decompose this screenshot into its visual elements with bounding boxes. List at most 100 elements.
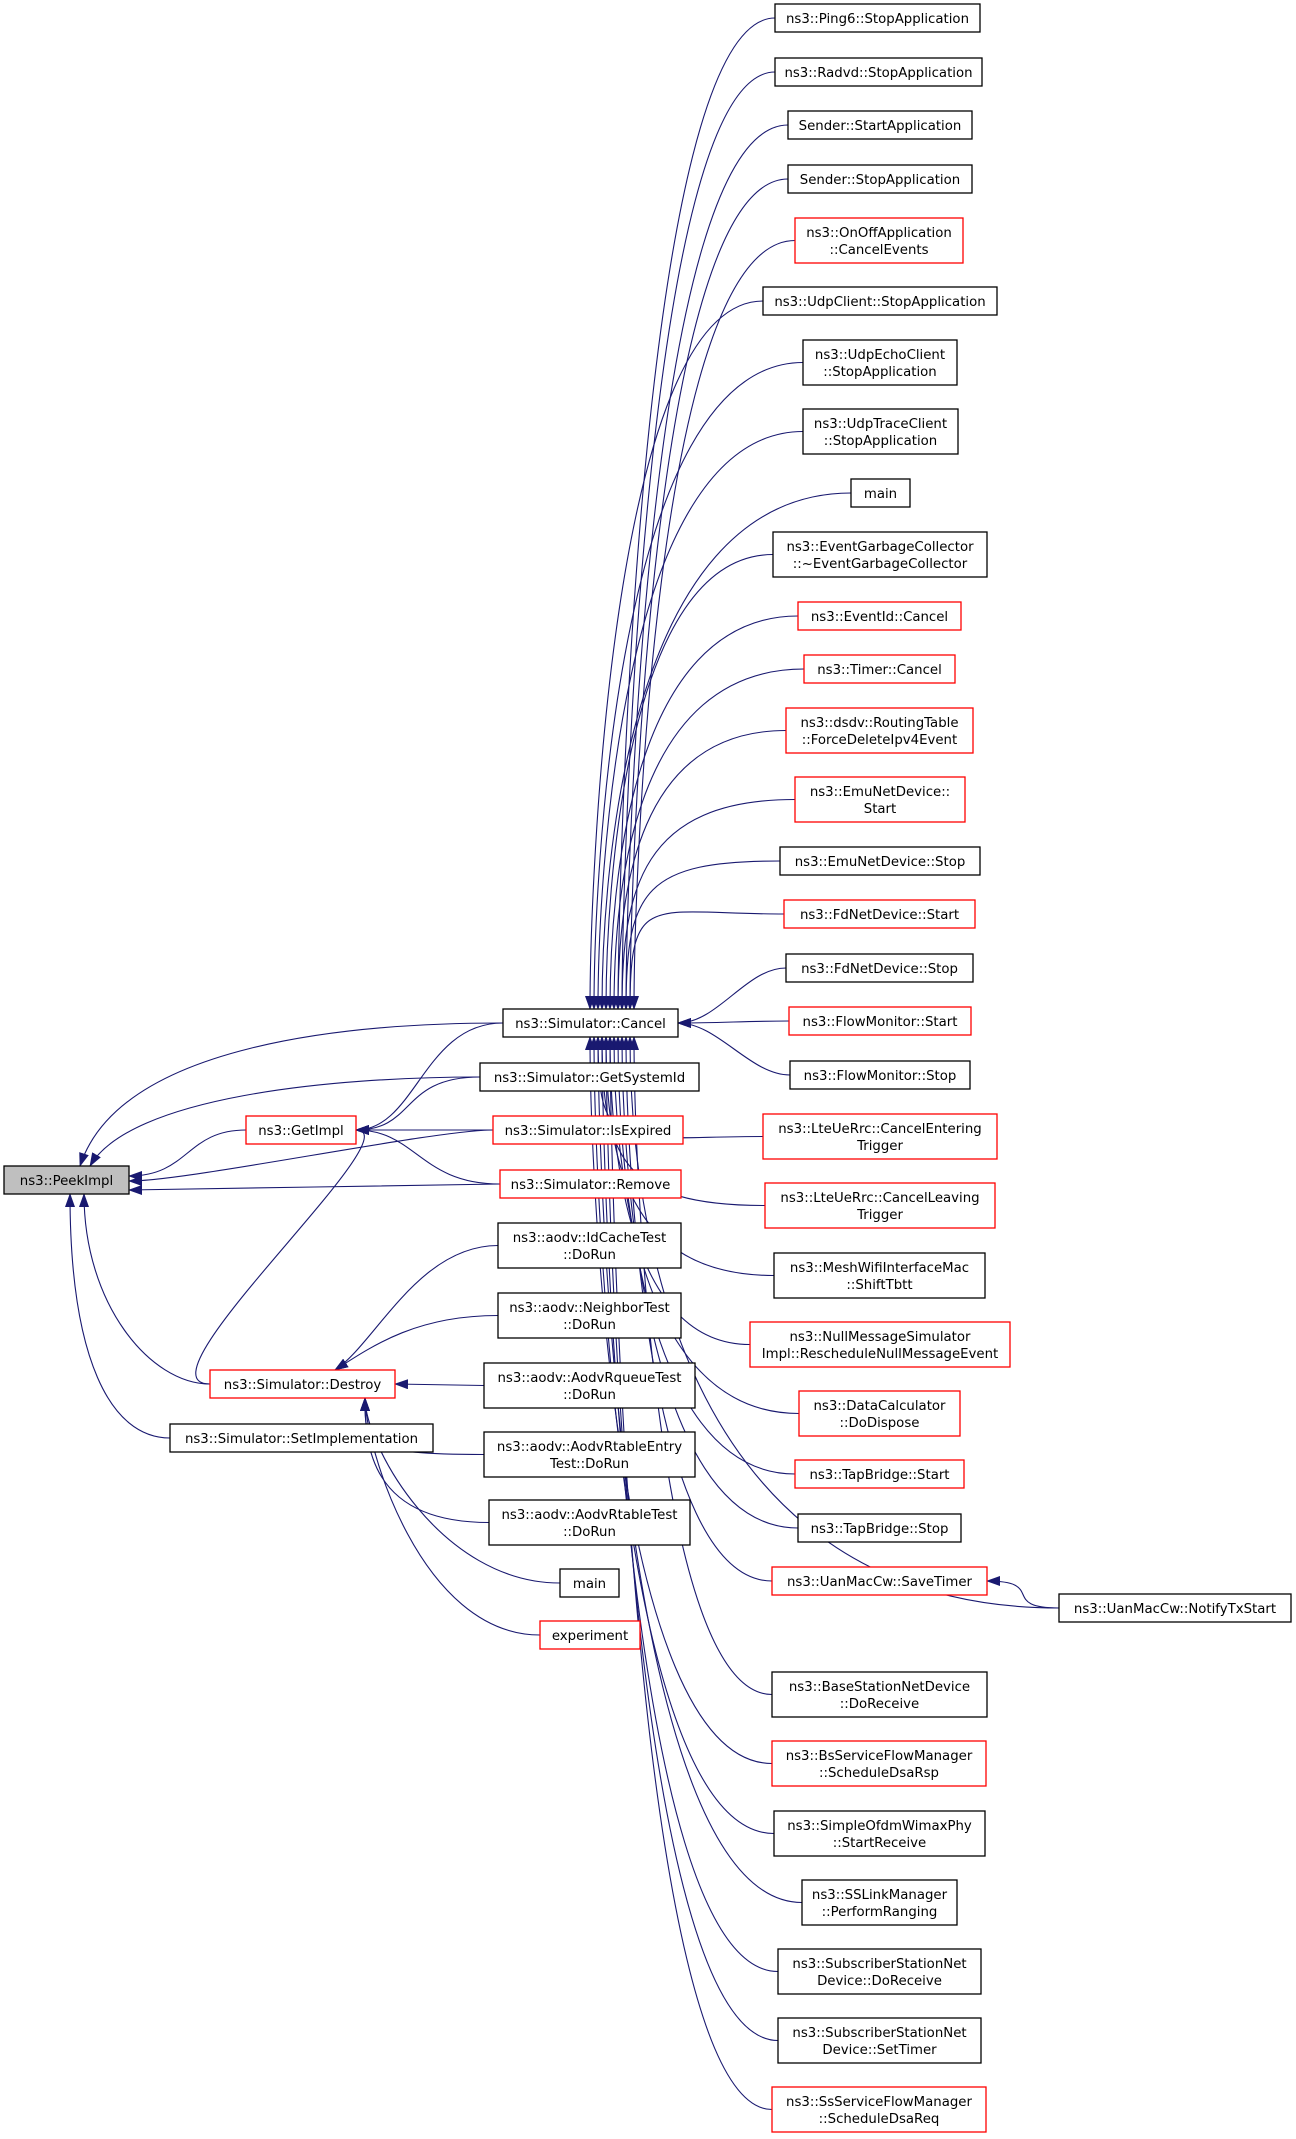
node-label: ns3::FlowMonitor::Start	[803, 1015, 958, 1030]
node-label: ns3::UanMacCw::NotifyTxStart	[1074, 1602, 1276, 1617]
node-box	[787, 110, 973, 140]
node-label: ns3::Ping6::StopApplication	[786, 12, 969, 27]
node-idcache[interactable]: ns3::aodv::IdCacheTest::DoRun	[497, 1222, 682, 1269]
node-onoff[interactable]: ns3::OnOffApplication::CancelEvents	[794, 217, 964, 264]
node-label: ::ScheduleDsaRsp	[819, 1766, 939, 1781]
node-label: ns3::Simulator::Cancel	[515, 1017, 666, 1032]
node-label: Device::DoReceive	[817, 1974, 942, 1989]
edge-fdstart-to-cancel	[625, 911, 785, 1010]
node-ping6[interactable]: ns3::Ping6::StopApplication	[774, 3, 981, 33]
node-senderstart[interactable]: Sender::StartApplication	[787, 110, 973, 140]
node-label: ns3::TapBridge::Stop	[811, 1522, 949, 1537]
node-box	[785, 953, 974, 983]
node-label: ns3::OnOffApplication	[806, 226, 952, 241]
edge-destroy-to-getimpl	[195, 1125, 370, 1385]
node-radvd[interactable]: ns3::Radvd::StopApplication	[774, 57, 983, 87]
edge-remove-to-peekimpl	[128, 1183, 501, 1195]
edge-emustart-to-cancel	[617, 798, 796, 1010]
node-box	[499, 1169, 682, 1199]
node-emustart[interactable]: ns3::EmuNetDevice::Start	[794, 776, 966, 823]
edge-dsdv-to-cancel	[613, 729, 787, 1010]
node-udpecho[interactable]: ns3::UdpEchoClient::StopApplication	[802, 339, 958, 386]
edge-rtable-to-destroy	[360, 1397, 490, 1524]
node-eventid[interactable]: ns3::EventId::Cancel	[797, 601, 962, 631]
node-getsystemid[interactable]: ns3::Simulator::GetSystemId	[479, 1062, 700, 1092]
node-label: ::StopApplication	[824, 434, 938, 449]
node-uannotify[interactable]: ns3::UanMacCw::NotifyTxStart	[1058, 1593, 1292, 1623]
node-udpclient[interactable]: ns3::UdpClient::StopApplication	[762, 286, 998, 316]
node-senderstop[interactable]: Sender::StopApplication	[787, 164, 973, 194]
edge-radvd-to-cancel	[617, 71, 776, 1010]
node-ofdm[interactable]: ns3::SimpleOfdmWimaxPhy::StartReceive	[773, 1810, 986, 1857]
node-timer[interactable]: ns3::Timer::Cancel	[803, 654, 956, 684]
edge-emustop-to-cancel	[621, 860, 781, 1010]
node-bsflow[interactable]: ns3::BsServiceFlowManager::ScheduleDsaRs…	[771, 1740, 987, 1787]
node-emustop[interactable]: ns3::EmuNetDevice::Stop	[779, 846, 981, 876]
node-tapstop[interactable]: ns3::TapBridge::Stop	[797, 1513, 962, 1543]
node-datacalc[interactable]: ns3::DataCalculator::DoDispose	[798, 1390, 961, 1437]
node-label: Test::DoRun	[549, 1457, 629, 1472]
node-box	[749, 1321, 1011, 1368]
node-box	[169, 1423, 434, 1453]
node-fmstart[interactable]: ns3::FlowMonitor::Start	[788, 1006, 972, 1036]
node-experiment[interactable]: experiment	[539, 1620, 641, 1650]
node-label: ns3::LteUeRrc::CancelLeaving	[780, 1191, 979, 1206]
edge-egc-to-cancel	[601, 553, 774, 1010]
node-fdstart[interactable]: ns3::FdNetDevice::Start	[783, 899, 976, 929]
node-label: ::DoReceive	[840, 1697, 919, 1712]
node-tapstart[interactable]: ns3::TapBridge::Start	[794, 1459, 965, 1489]
node-fdstop[interactable]: ns3::FdNetDevice::Stop	[785, 953, 974, 983]
node-udptrace[interactable]: ns3::UdpTraceClient::StopApplication	[802, 408, 959, 455]
node-getimpl[interactable]: ns3::GetImpl	[245, 1115, 357, 1145]
node-dsdv[interactable]: ns3::dsdv::RoutingTable::ForceDeleteIpv4…	[785, 707, 974, 754]
node-nullmsg[interactable]: ns3::NullMessageSimulatorImpl::Reschedul…	[749, 1321, 1011, 1368]
edge-getimpl-to-peekimpl	[128, 1129, 247, 1181]
node-box	[777, 1948, 982, 1995]
node-egc[interactable]: ns3::EventGarbageCollector::~EventGarbag…	[772, 531, 988, 578]
node-ssrecv[interactable]: ns3::SubscriberStationNetDevice::DoRecei…	[777, 1948, 982, 1995]
node-box	[794, 217, 964, 264]
node-label: ns3::EventId::Cancel	[811, 610, 948, 625]
edge-cancel-to-peekimpl	[79, 1022, 504, 1167]
node-box	[483, 1431, 696, 1478]
node-label: ::ScheduleDsaReq	[819, 2112, 940, 2127]
node-label: ns3::FdNetDevice::Stop	[801, 962, 958, 977]
node-label: ns3::aodv::IdCacheTest	[513, 1231, 667, 1246]
edge-rqueue-to-destroy	[394, 1379, 485, 1390]
node-label: Impl::RescheduleNullMessageEvent	[762, 1347, 999, 1362]
edge-udpecho-to-cancel	[589, 361, 804, 1010]
node-setimpl[interactable]: ns3::Simulator::SetImplementation	[169, 1423, 434, 1453]
node-meshwifi[interactable]: ns3::MeshWifiInterfaceMac::ShiftTbtt	[773, 1252, 986, 1299]
node-isexpired[interactable]: ns3::Simulator::IsExpired	[492, 1115, 684, 1145]
node-uansave[interactable]: ns3::UanMacCw::SaveTimer	[771, 1566, 988, 1596]
node-main2[interactable]: main	[559, 1568, 620, 1598]
node-label: ns3::EmuNetDevice::	[810, 785, 950, 800]
node-sslink[interactable]: ns3::SSLinkManager::PerformRanging	[801, 1879, 958, 1926]
edge-timer-to-cancel	[609, 668, 805, 1010]
node-neighbor[interactable]: ns3::aodv::NeighborTest::DoRun	[497, 1292, 682, 1339]
node-label: ns3::dsdv::RoutingTable	[800, 716, 958, 731]
node-bsnet[interactable]: ns3::BaseStationNetDevice::DoReceive	[771, 1671, 988, 1718]
edge-getsystemid-to-peekimpl	[89, 1076, 481, 1167]
node-label: ::CancelEvents	[829, 243, 928, 258]
node-cancel[interactable]: ns3::Simulator::Cancel	[502, 1008, 679, 1038]
node-peekimpl[interactable]: ns3::PeekImpl	[3, 1165, 130, 1195]
node-rtable[interactable]: ns3::aodv::AodvRtableTest::DoRun	[488, 1499, 691, 1546]
node-destroy[interactable]: ns3::Simulator::Destroy	[209, 1369, 396, 1399]
edge-fmstop-to-cancel	[677, 1018, 791, 1076]
node-label: ns3::FlowMonitor::Stop	[804, 1069, 957, 1084]
node-rqueue[interactable]: ns3::aodv::AodvRqueueTest::DoRun	[483, 1362, 696, 1409]
node-label: ns3::UdpEchoClient	[815, 348, 945, 363]
node-main1[interactable]: main	[850, 478, 911, 508]
node-remove[interactable]: ns3::Simulator::Remove	[499, 1169, 682, 1199]
edge-senderstop-to-cancel	[625, 178, 789, 1010]
node-fmstop[interactable]: ns3::FlowMonitor::Stop	[789, 1060, 971, 1090]
edge-fdstop-to-cancel	[677, 967, 787, 1028]
node-box	[788, 1006, 972, 1036]
node-sstimer[interactable]: ns3::SubscriberStationNetDevice::SetTime…	[777, 2017, 982, 2064]
node-ssflow[interactable]: ns3::SsServiceFlowManager::ScheduleDsaRe…	[771, 2086, 987, 2133]
